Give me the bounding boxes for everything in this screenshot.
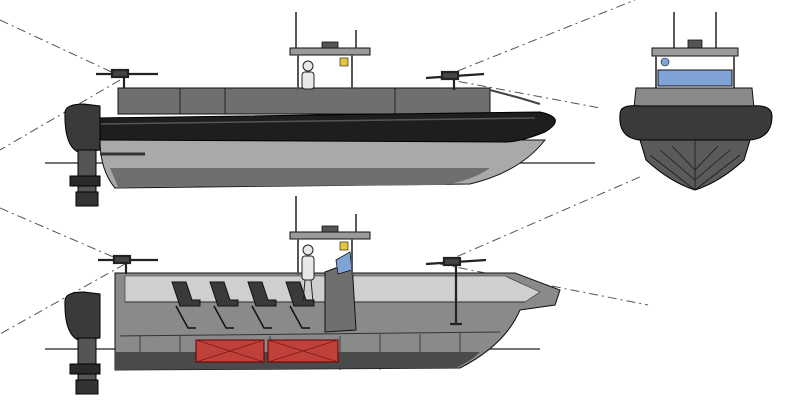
- t-top: [289, 12, 371, 90]
- mounted-gun-icon: [98, 254, 487, 326]
- fire-arc-lines: [0, 0, 649, 335]
- navigation-light-icon: [339, 241, 349, 251]
- crew-figure-icon: [301, 244, 315, 303]
- side-profile-view: [45, 12, 595, 207]
- deck-superstructure: [117, 87, 491, 115]
- fender-tube: [91, 111, 556, 143]
- mounted-gun-icon: [96, 68, 485, 90]
- navigation-light-icon: [660, 57, 670, 67]
- fuel-tanks: [195, 339, 339, 363]
- crew-figure-icon: [301, 60, 315, 90]
- front-view: [619, 12, 773, 191]
- windshield: [657, 69, 733, 87]
- side-section-view: [45, 196, 561, 395]
- outboard-motor-icon: [64, 291, 101, 395]
- t-top: [289, 196, 371, 275]
- troop-seats: [171, 281, 315, 329]
- outboard-motor-icon: [64, 103, 101, 207]
- fender-tube: [619, 105, 773, 141]
- navigation-light-icon: [339, 57, 349, 67]
